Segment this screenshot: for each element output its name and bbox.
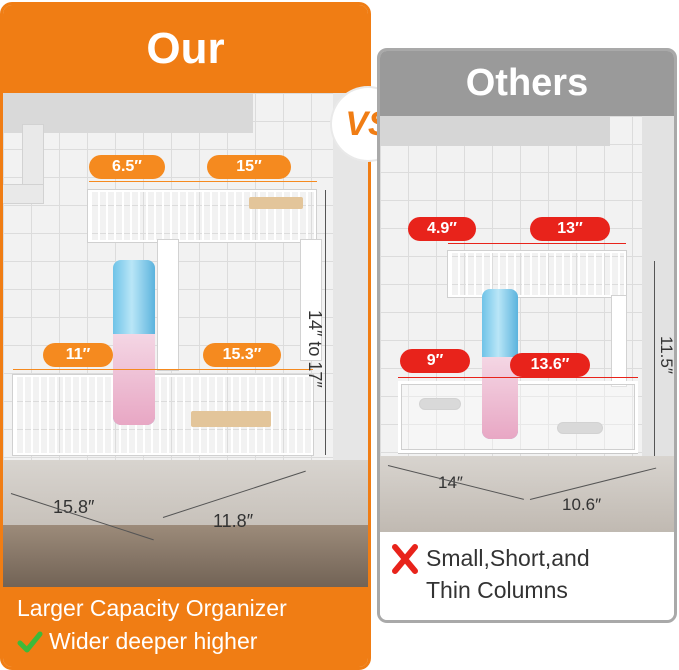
bottom-dim-line [13,369,313,370]
others-base-depth-label: 14″ [438,473,463,492]
others-top-width-label: 4.9″ [408,217,476,241]
top-dim-line [89,181,317,182]
x-mark-icon [392,544,418,574]
bottom-basket-handle [191,411,271,427]
our-footer-line2-text: Wider deeper higher [49,628,258,654]
others-top-basket [448,251,626,297]
others-bottom-dim-line [398,377,638,378]
others-spray-can [482,289,518,439]
others-tray-cutout-right [558,423,602,433]
our-footer-line2: Wider deeper higher [17,628,354,655]
base-depth-label: 15.8″ [53,497,95,517]
our-footer: Larger Capacity Organizer Wider deeper h… [3,587,368,667]
height-range-label: 14″ to 17″ [305,310,325,388]
spray-can-label [113,334,155,425]
others-footer-line2: Thin Columns [426,577,568,603]
others-footer: Small,Short,and Thin Columns [380,532,674,620]
base-width-label: 11.8″ [213,511,254,531]
our-title: Our [3,5,368,93]
others-title: Others [380,51,674,116]
others-top-depth-label: 13″ [530,217,610,241]
others-cabinet-side [642,116,674,476]
others-top-dim-line [448,243,626,244]
others-footer-row: Small,Short,and Thin Columns [392,542,662,606]
others-base-width-label: 10.6″ [562,495,602,514]
top-depth-label: 15″ [207,155,291,179]
drain-pipe [23,125,43,195]
others-height-label: 11.5″ [657,336,676,374]
others-height-dim-line [654,261,655,456]
bottom-width-label: 11″ [43,343,113,367]
others-sink-bottom [380,116,610,146]
others-cabinet-floor [380,456,674,536]
others-post [612,296,626,386]
check-icon [17,631,43,652]
others-footer-line1: Small,Short,and [426,545,590,571]
others-panel: Others 4.9″ 13″ 9″ 13.6″ 11.5″ 14″ 10.6″… [377,48,677,623]
others-footer-texts: Small,Short,and Thin Columns [426,542,590,606]
top-width-label: 6.5″ [89,155,165,179]
height-dim-line [325,190,326,455]
others-tray-cutout-left [420,399,460,409]
right-post [301,240,321,360]
others-bottom-tray [398,381,638,453]
our-panel: Our 6.5″ 15″ 11″ 15.3″ 14″ to 17″ 15.8″ … [0,2,371,670]
spray-can [113,260,155,425]
others-bottom-width-label: 9″ [400,349,470,373]
bottom-depth-label: 15.3″ [203,343,281,367]
top-basket-handle [249,197,303,209]
sink-bottom [3,93,253,133]
drain-pipe-elbow [3,185,43,203]
left-post [158,240,178,370]
others-bottom-depth-label: 13.6″ [510,353,590,377]
wood-floor [3,525,368,593]
our-footer-line1: Larger Capacity Organizer [17,595,287,621]
